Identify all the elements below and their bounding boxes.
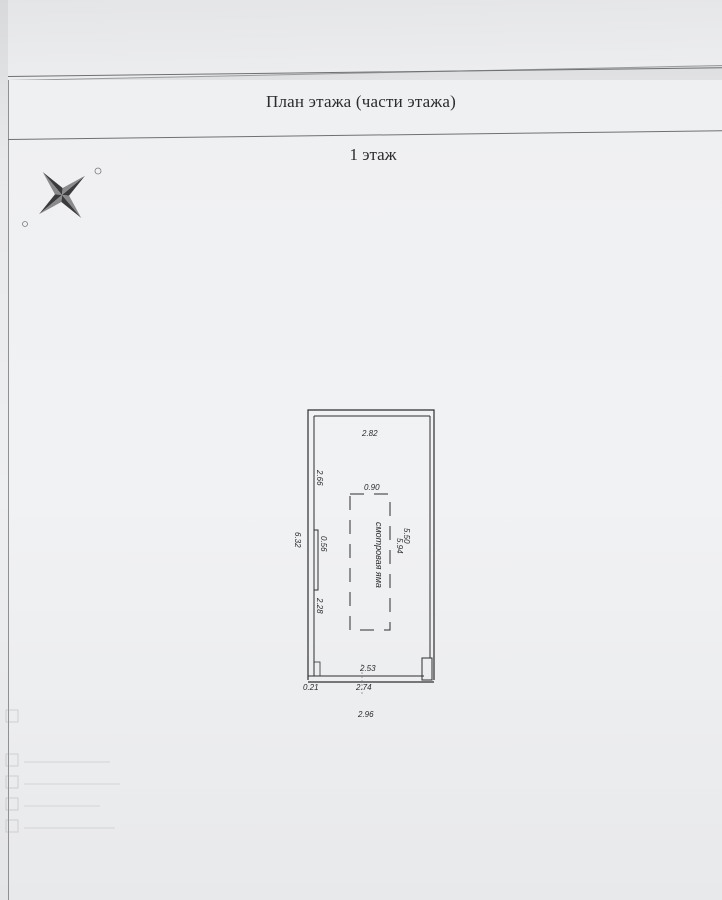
dim-bottom-outer: 2.96	[357, 710, 374, 719]
dim-top-width: 2.82	[361, 429, 378, 438]
dim-door-width: 0.56	[319, 536, 328, 552]
dim-bottom-corner: 0.21	[303, 683, 319, 692]
bleed-through-table	[5, 709, 120, 833]
room-label: смотровая яма	[374, 522, 384, 588]
dim-left-upper: 2.66	[315, 469, 324, 486]
plan-inner-wall	[313, 529, 319, 662]
document-title: План этажа (части этажа)	[266, 92, 456, 111]
compass-rose-icon	[22, 167, 102, 227]
dim-pit-width: 0.90	[364, 483, 380, 492]
floor-plan: 2.82 0.90 2.66 6.32 0.56 2.28 смотровая …	[293, 409, 435, 719]
floor-label: 1 этаж	[349, 145, 397, 164]
inspection-pit	[349, 493, 391, 631]
dim-bottom-mid: 2.74	[355, 683, 372, 692]
dim-right-length: 5.50	[402, 528, 411, 544]
dim-left-total: 6.32	[293, 532, 302, 548]
plan-outer-wall	[307, 409, 435, 680]
dim-bottom-inner: 2.53	[359, 664, 376, 673]
dim-pit-length: 5.94	[395, 538, 404, 554]
dim-left-lower: 2.28	[315, 597, 324, 614]
document-sheet	[8, 80, 722, 900]
